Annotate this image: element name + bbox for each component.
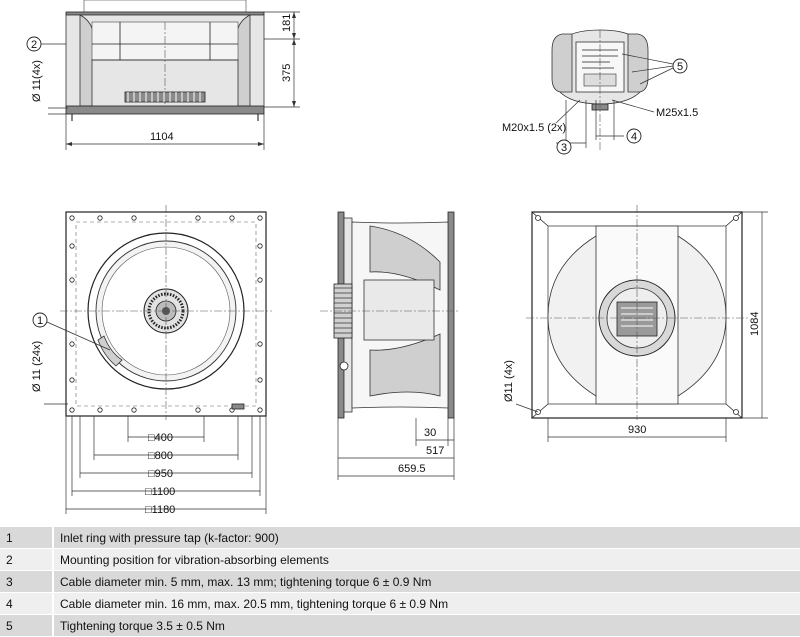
legend-table: 1 Inlet ring with pressure tap (k-factor… <box>0 527 800 637</box>
legend-number: 3 <box>0 570 54 593</box>
front-dim-1180: □1180 <box>145 504 175 516</box>
front-dim-800: □800 <box>148 450 173 462</box>
side-dim-30: 30 <box>424 427 436 439</box>
legend-row: 3 Cable diameter min. 5 mm, max. 13 mm; … <box>0 570 800 593</box>
legend-row: 5 Tightening torque 3.5 ± 0.5 Nm <box>0 614 800 637</box>
callout-3: 3 <box>561 142 567 154</box>
legend-row: 1 Inlet ring with pressure tap (k-factor… <box>0 527 800 549</box>
technical-drawing: 1104 181 375 Ø 11(4x) 2 3 <box>26 0 768 516</box>
top-width-dim: 1104 <box>150 131 174 143</box>
front-view: 1 Ø 11 (24x) □400 □800 □950 □1100 □1180 <box>31 205 272 516</box>
top-view: 1104 181 375 Ø 11(4x) 2 <box>26 0 300 150</box>
callout-4: 4 <box>631 131 637 143</box>
top-height-dim-1: 181 <box>281 14 293 32</box>
legend-row: 2 Mounting position for vibration-absorb… <box>0 548 800 571</box>
legend-number: 1 <box>0 527 54 549</box>
callout-5: 5 <box>677 61 683 73</box>
legend-text: Tightening torque 3.5 ± 0.5 Nm <box>53 614 800 637</box>
legend-number: 2 <box>0 548 54 571</box>
legend-number: 4 <box>0 592 54 615</box>
front-hole-dim: Ø 11 (24x) <box>31 341 43 392</box>
terminal-box-view: 3 4 5 M20x1.5 (2x) M25x1.5 <box>502 29 698 155</box>
rear-view: 1084 930 Ø11 (4x) <box>503 205 768 442</box>
top-hole-dim: Ø 11(4x) <box>31 60 43 102</box>
callout-1: 1 <box>37 315 43 327</box>
callout-2: 2 <box>31 39 37 51</box>
side-dim-659: 659.5 <box>398 463 426 475</box>
legend-text: Cable diameter min. 5 mm, max. 13 mm; ti… <box>53 570 800 593</box>
rear-hole-dim: Ø11 (4x) <box>503 360 515 402</box>
legend-text: Mounting position for vibration-absorbin… <box>53 548 800 571</box>
side-dim-517: 517 <box>426 445 444 457</box>
legend-text: Inlet ring with pressure tap (k-factor: … <box>53 527 800 549</box>
thread-m20: M20x1.5 (2x) <box>502 122 566 134</box>
top-height-dim-2: 375 <box>281 64 293 82</box>
side-view: 30 517 659.5 <box>320 211 460 480</box>
thread-m25: M25x1.5 <box>656 107 698 119</box>
legend-number: 5 <box>0 614 54 637</box>
front-dim-950: □950 <box>148 468 173 480</box>
legend-row: 4 Cable diameter min. 16 mm, max. 20.5 m… <box>0 592 800 615</box>
front-dim-1100: □1100 <box>145 486 175 498</box>
front-dim-400: □400 <box>148 432 173 444</box>
rear-width-dim: 930 <box>628 424 646 436</box>
rear-height-dim: 1084 <box>749 312 761 336</box>
legend-text: Cable diameter min. 16 mm, max. 20.5 mm,… <box>53 592 800 615</box>
